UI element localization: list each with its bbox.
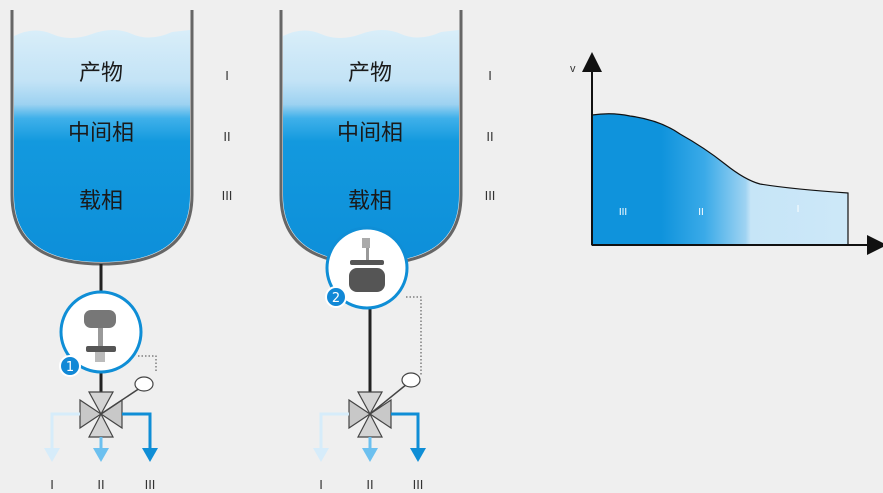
sensor-icon — [349, 238, 385, 292]
tank-1-outlet-label-2: II — [97, 477, 104, 492]
arrow-down-icon — [93, 448, 109, 462]
tank-1-roman-3: III — [222, 188, 233, 203]
tank-1-roman-1: I — [225, 68, 229, 83]
tank-1-badge — [59, 355, 81, 377]
profile-region-label-1: I — [797, 204, 800, 215]
profile-region-label-3: III — [619, 207, 627, 218]
arrow-down-icon — [313, 448, 329, 462]
tank-2-outlet-pipe-3 — [391, 412, 420, 452]
profile-area — [591, 113, 849, 246]
arrow-down-icon — [362, 448, 378, 462]
tank-1-liquid — [14, 30, 190, 262]
three-way-valve-icon — [79, 376, 154, 438]
tank-2-valve[interactable] — [348, 372, 421, 438]
tank-1-outlet-pipe-1 — [50, 412, 80, 452]
tank-1-roman-2: II — [223, 129, 230, 144]
tank-2-signal-line — [406, 296, 422, 376]
sensor-icon — [84, 310, 116, 362]
tank-2-badge — [325, 286, 347, 308]
tank-2: 产物 中间相 载相 I II III 2 — [279, 10, 496, 492]
profile-y-axis-label: v — [570, 63, 576, 75]
tank-2-outlet-label-2: II — [366, 477, 373, 492]
tank-2-roman-1: I — [488, 68, 492, 83]
profile-plot: v III II I — [570, 52, 883, 255]
arrow-down-icon — [142, 448, 158, 462]
tank-2-outlet-label-1: I — [319, 477, 323, 492]
tank-2-badge-number: 2 — [332, 291, 340, 306]
three-way-valve-icon — [348, 372, 421, 438]
tank-1-outlet-label-3: III — [145, 477, 156, 492]
tank-2-label-product: 产物 — [348, 61, 392, 86]
tank-2-liquid — [283, 30, 459, 262]
tank-1-sensor[interactable]: 1 — [59, 290, 143, 377]
tank-1-label-interphase: 中间相 — [68, 121, 134, 146]
tank-2-sensor[interactable]: 2 — [325, 226, 409, 310]
tank-2-outlet-pipe-1 — [319, 412, 349, 452]
tank-1-label-product: 产物 — [79, 61, 123, 86]
tank-2-label-carrier: 载相 — [348, 189, 392, 214]
tank-2-outlet-label-3: III — [413, 477, 424, 492]
tank-1-badge-number: 1 — [66, 360, 74, 375]
arrow-down-icon — [410, 448, 426, 462]
tank-2-roman-2: II — [486, 129, 493, 144]
tank-2-roman-3: III — [485, 188, 496, 203]
arrow-down-icon — [44, 448, 60, 462]
tank-2-label-interphase: 中间相 — [337, 121, 403, 146]
tank-1: 产物 中间相 载相 I II III 1 — [10, 10, 233, 492]
tank-1-signal-line — [138, 355, 157, 372]
tank-1-valve[interactable] — [79, 376, 154, 438]
tank-1-outlet-label-1: I — [50, 477, 54, 492]
tank-1-label-carrier: 载相 — [79, 189, 123, 214]
profile-region-label-2: II — [698, 207, 704, 218]
tank-1-outlet-pipe-3 — [122, 412, 152, 452]
